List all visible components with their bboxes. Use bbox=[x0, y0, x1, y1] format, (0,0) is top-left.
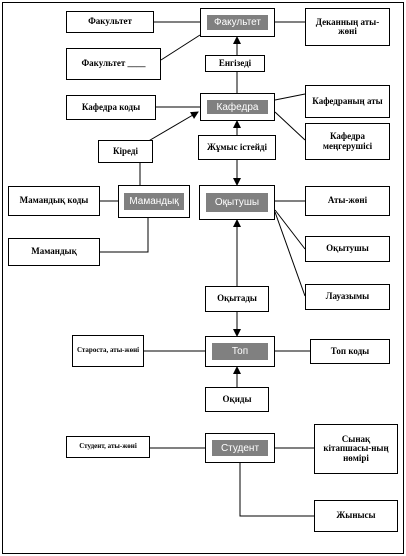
attr-mamandyk: Мамандық bbox=[8, 238, 100, 266]
attr-dekan: Деканның аты-жөні bbox=[305, 8, 390, 46]
attr-synak-kitapshasy: Сынақ кітапшасы-ның нөмірі bbox=[314, 424, 398, 474]
attr-aty-zhoni: Аты-жөні bbox=[305, 186, 390, 216]
relation-zhumys-isteidi: Жұмыс істейді bbox=[198, 135, 276, 160]
attr-lauazymy: Лауазымы bbox=[305, 284, 390, 310]
entity-top: Топ bbox=[205, 336, 275, 367]
attr-fakultet-code: Факультет ____ bbox=[66, 48, 161, 80]
line-mamandyk-attr bbox=[100, 218, 149, 253]
attr-kafedra-mengerushi: Кафедра меңгерушісі bbox=[305, 123, 390, 160]
attr-kafedra-kody: Кафедра коды bbox=[66, 95, 156, 120]
relation-okytady: Оқытады bbox=[205, 286, 269, 312]
entity-mamandyk: Мамандық bbox=[118, 185, 190, 218]
attr-kafedra-aty: Кафедраның аты bbox=[305, 85, 390, 118]
entity-fakultet: Факультет bbox=[200, 8, 275, 37]
attr-student-aty: Студент, аты-жөні bbox=[66, 436, 150, 458]
relation-kiredi: Кіреді bbox=[98, 140, 153, 163]
line-fakultet-code bbox=[160, 34, 201, 61]
attr-zhynysy: Жынысы bbox=[314, 500, 398, 532]
line-zhynysy bbox=[239, 463, 314, 517]
attr-top-kody: Топ коды bbox=[310, 339, 390, 364]
attr-okytushy: Оқытушы bbox=[305, 236, 390, 262]
line-lauazymy bbox=[274, 211, 306, 297]
line-kafedra-aty bbox=[274, 93, 306, 101]
entity-kafedra: Кафедра bbox=[200, 93, 275, 121]
relation-engizedi: Енгізеді bbox=[205, 55, 265, 72]
attr-starosta: Староста, аты-жөні bbox=[72, 335, 144, 367]
entity-okytushy: Оқытушы bbox=[199, 185, 275, 220]
entity-student: Студент bbox=[205, 433, 275, 463]
line-kafedra-mengerushi bbox=[274, 111, 306, 141]
line-okytushy-attr bbox=[274, 209, 306, 250]
attr-fakultet: Факультет bbox=[66, 11, 154, 33]
attr-mamandyk-kody: Мамандық коды bbox=[8, 186, 100, 216]
relation-okidy: Оқиды bbox=[205, 387, 269, 412]
